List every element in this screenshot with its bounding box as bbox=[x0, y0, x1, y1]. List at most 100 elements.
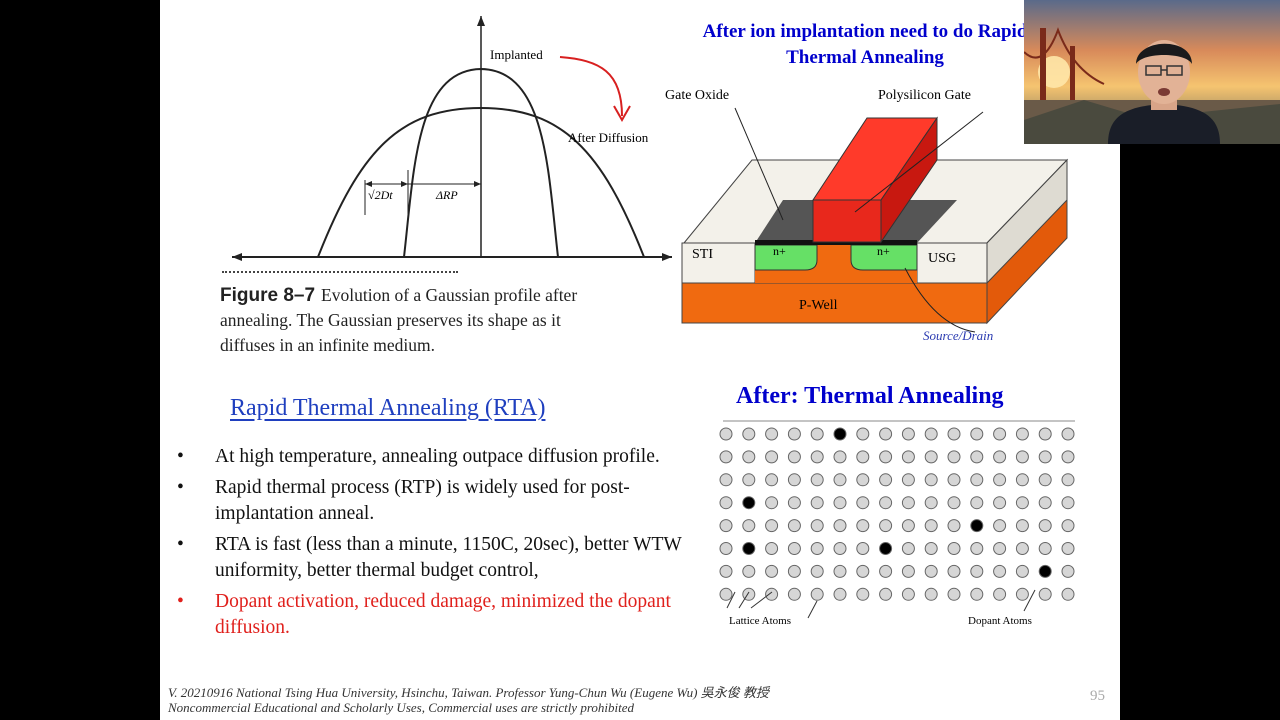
bullet-icon: • bbox=[177, 446, 184, 467]
lattice-atom bbox=[993, 542, 1007, 555]
lattice-atom bbox=[742, 427, 756, 441]
lattice-atom bbox=[993, 473, 1007, 487]
lattice-atom bbox=[742, 450, 756, 464]
lattice-atom bbox=[879, 587, 893, 601]
lattice-atom bbox=[993, 450, 1007, 464]
lattice-atom bbox=[901, 450, 915, 464]
lattice-atom bbox=[856, 473, 870, 487]
lattice-atom bbox=[787, 473, 801, 487]
figure-caption-text: Evolution of a Gaussian profile after an… bbox=[220, 285, 578, 355]
n-plus-label-left: n+ bbox=[773, 244, 786, 258]
lattice-atom bbox=[856, 542, 870, 555]
lattice-atom bbox=[879, 450, 893, 464]
width-label-right: ΔRP bbox=[435, 188, 458, 202]
lattice-atom bbox=[947, 564, 961, 578]
lattice-atom bbox=[879, 564, 893, 578]
lattice-atom bbox=[1015, 542, 1029, 555]
lattice-atom bbox=[947, 542, 961, 555]
lattice-atoms-label: Lattice Atoms bbox=[729, 615, 791, 627]
lattice-atom bbox=[879, 473, 893, 487]
bullet-item: •RTA is fast (less than a minute, 1150C,… bbox=[175, 532, 715, 584]
lattice-atom bbox=[879, 427, 893, 441]
lattice-atom bbox=[901, 473, 915, 487]
lattice-atom bbox=[742, 519, 756, 533]
bullet-icon: • bbox=[177, 477, 184, 498]
lattice-atom bbox=[765, 496, 779, 510]
lattice-atom bbox=[1038, 519, 1052, 533]
dopant-atom bbox=[742, 542, 756, 555]
rta-heading: Rapid Thermal Annealing (RTA) bbox=[230, 395, 546, 421]
dopant-atom bbox=[1038, 564, 1052, 578]
lattice-atom bbox=[787, 450, 801, 464]
lattice-atom bbox=[719, 542, 733, 555]
lattice-atom bbox=[1015, 587, 1029, 601]
lattice-atom bbox=[765, 587, 779, 601]
bullet-text: At high temperature, annealing outpace d… bbox=[215, 446, 660, 467]
lattice-atom bbox=[924, 450, 938, 464]
source-drain-label: Source/Drain bbox=[923, 328, 993, 343]
lattice-atom bbox=[993, 564, 1007, 578]
lattice-atom bbox=[970, 564, 984, 578]
footer-notice: Noncommercial Educational and Scholarly … bbox=[168, 700, 635, 715]
lattice-atom bbox=[947, 473, 961, 487]
lattice-atom bbox=[765, 427, 779, 441]
polysilicon-gate-label: Polysilicon Gate bbox=[878, 88, 971, 103]
lattice-atom bbox=[810, 542, 824, 555]
webcam-video bbox=[1024, 0, 1280, 144]
lattice-atom bbox=[765, 450, 779, 464]
lattice-atom bbox=[833, 496, 847, 510]
lattice-atom bbox=[993, 587, 1007, 601]
gate-oxide-label: Gate Oxide bbox=[665, 88, 729, 103]
lattice-atom bbox=[924, 564, 938, 578]
lattice-atom bbox=[1015, 473, 1029, 487]
lattice-atom bbox=[833, 542, 847, 555]
lattice-atom bbox=[947, 427, 961, 441]
lattice-atom bbox=[810, 427, 824, 441]
p-well-label: P-Well bbox=[799, 298, 838, 313]
bullet-text: Dopant activation, reduced damage, minim… bbox=[215, 591, 671, 638]
lattice-atom bbox=[1061, 427, 1075, 441]
lattice-atom bbox=[901, 587, 915, 601]
lattice-atom bbox=[879, 519, 893, 533]
lattice-atom bbox=[947, 496, 961, 510]
lattice-atom bbox=[856, 427, 870, 441]
lattice-atom bbox=[993, 519, 1007, 533]
mosfet-cross-section-figure: Gate Oxide Polysilicon Gate STI USG n+ n… bbox=[665, 88, 1069, 343]
lattice-atom bbox=[924, 473, 938, 487]
rta-bullet-list: • At high temperature, annealing outpace … bbox=[175, 444, 715, 646]
lattice-atom bbox=[833, 519, 847, 533]
lattice-atom bbox=[787, 519, 801, 533]
lattice-atom bbox=[970, 587, 984, 601]
dopant-atom bbox=[742, 496, 756, 510]
ion-implantation-title: After ion implantation need to do Rapid … bbox=[702, 21, 1028, 68]
lattice-atom bbox=[901, 496, 915, 510]
presenter-video-frame bbox=[1024, 0, 1280, 144]
lattice-atom bbox=[787, 496, 801, 510]
bullet-item: • Rapid thermal process (RTP) is widely u… bbox=[175, 475, 715, 527]
lattice-atom bbox=[833, 450, 847, 464]
lattice-atom bbox=[1061, 519, 1075, 533]
lattice-atom bbox=[947, 450, 961, 464]
lattice-atom bbox=[787, 564, 801, 578]
lattice-atom bbox=[901, 427, 915, 441]
lattice-atom bbox=[1061, 496, 1075, 510]
lattice-atom bbox=[856, 450, 870, 464]
lattice-atom bbox=[1038, 542, 1052, 555]
dopant-atom bbox=[833, 427, 847, 441]
bullet-text: Rapid thermal process (RTP) is widely us… bbox=[215, 477, 630, 524]
figure-divider bbox=[222, 271, 458, 273]
lattice-atom bbox=[765, 564, 779, 578]
lattice-atom bbox=[1061, 587, 1075, 601]
width-label-left: √2Dt bbox=[368, 188, 393, 202]
lattice-atom bbox=[1061, 473, 1075, 487]
dopant-atom bbox=[879, 542, 893, 555]
lattice-atom bbox=[787, 587, 801, 601]
lattice-atom bbox=[765, 542, 779, 555]
lattice-atom bbox=[856, 587, 870, 601]
bullet-icon: • bbox=[177, 591, 184, 612]
lattice-atom bbox=[742, 564, 756, 578]
bullet-icon: • bbox=[177, 534, 184, 555]
lattice-atom bbox=[742, 473, 756, 487]
lattice-atom bbox=[810, 587, 824, 601]
lattice-atom bbox=[1038, 450, 1052, 464]
